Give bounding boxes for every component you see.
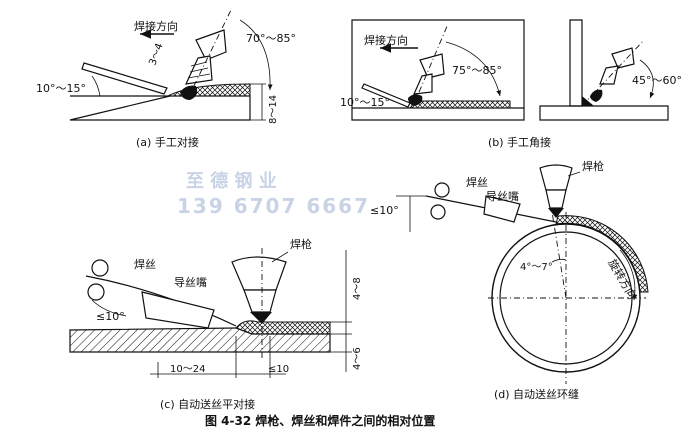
- panel-b-rod-angle: 10°～15°: [340, 96, 390, 109]
- panel-c-caption: (c) 自动送丝平对接: [160, 397, 255, 411]
- panel-c-width-dim-2: ≤10: [268, 364, 289, 375]
- panel-a-direction-label: 焊接方向: [134, 19, 178, 33]
- panel-b-manual-fillet: 焊接方向 75°～85° 10°～15° 45°～60° (b) 手工角接: [340, 19, 682, 149]
- panel-b-filler-rod: [361, 83, 411, 108]
- panel-d-wire-roller-2: [430, 204, 446, 220]
- panel-a-torch-angle: 70°～85°: [246, 32, 296, 45]
- panel-b-caption: (b) 手工角接: [488, 135, 551, 149]
- panel-b-vertical-plate: [569, 19, 583, 107]
- panel-a-caption: (a) 手工对接: [136, 135, 199, 149]
- panel-c-width-dim-1: 10～24: [170, 364, 205, 375]
- panel-c-wire: [85, 275, 237, 327]
- panel-c-wire-roller-1: [91, 259, 109, 277]
- figure-title: 图 4-32 焊枪、焊丝和焊件之间的相对位置: [205, 413, 435, 428]
- panel-c-wire-roller-2: [87, 283, 105, 301]
- panel-c-guide-label: 导丝嘴: [174, 276, 207, 289]
- panel-d-angle: ≤10°: [370, 204, 399, 217]
- panel-a-filler-rod: [81, 62, 168, 95]
- panel-a-small-dim: 3～4: [147, 42, 165, 67]
- panel-c-height-dim-1: 4～8: [352, 277, 363, 300]
- panel-c-guide-nozzle: [141, 291, 215, 329]
- watermark-phone: 139 6707 6667: [177, 194, 370, 218]
- panel-b-plate-left: [351, 19, 525, 121]
- panel-c-torch: [231, 256, 287, 324]
- panel-a-torch-axis: [187, 7, 233, 99]
- panel-c-torch-label: 焊枪: [290, 237, 312, 251]
- panel-b-weld-bead: [408, 100, 511, 109]
- panel-b-base-plate: [539, 105, 669, 121]
- panel-d-guide-nozzle: [483, 195, 521, 223]
- panel-a-rod-angle: 10°～15°: [36, 82, 86, 95]
- panel-a-manual-butt: 焊接方向 10°～15° 70°～85° 3～4 8～14 (a) 手工对接: [36, 7, 296, 149]
- panel-c-auto-butt: 焊丝 导丝嘴 焊枪 ≤10° 4～8 4～6 10～24 ≤10 (c) 自动送…: [69, 237, 363, 411]
- panel-b-torch-2: [590, 47, 635, 102]
- panel-b-torch-angle-1: 75°～85°: [452, 64, 502, 77]
- panel-d-torch-label: 焊枪: [582, 159, 604, 173]
- watermark-name: 至 德 钢 业: [186, 170, 277, 192]
- panel-d-weld-bead: [555, 215, 649, 293]
- panel-d-guide-label: 导丝嘴: [486, 190, 519, 203]
- panel-b-direction-label: 焊接方向: [364, 33, 408, 47]
- panel-d-offset-angle: 4°～7°: [520, 262, 553, 273]
- panel-c-wire-label: 焊丝: [134, 257, 156, 271]
- panel-d-caption: (d) 自动送丝环缝: [494, 387, 579, 401]
- panel-b-torch: [408, 53, 445, 106]
- panel-a-height-dim: 8～14: [268, 95, 279, 124]
- panel-d-auto-girth: 4°～7° 旋转方向 焊枪 焊丝 导丝嘴 ≤10° (d) 自动送丝环缝: [370, 159, 649, 401]
- panel-d-torch: [539, 164, 573, 218]
- panel-d-wire-label: 焊丝: [466, 175, 488, 189]
- panel-c-weld-bead: [235, 320, 331, 335]
- panel-c-height-dim-2: 4～6: [352, 347, 363, 370]
- panel-c-angle: ≤10°: [96, 310, 125, 323]
- panel-d-wire-roller-1: [434, 182, 450, 198]
- panel-a-weld-bead: [167, 83, 251, 97]
- panel-b-torch-angle-2: 45°～60°: [632, 74, 682, 87]
- panel-a-plate: [69, 95, 251, 121]
